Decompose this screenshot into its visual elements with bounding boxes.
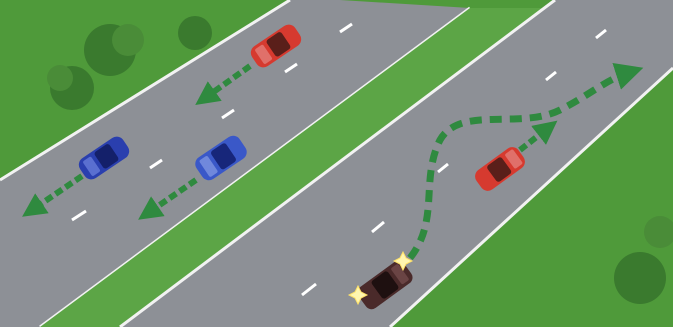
bush-icon <box>178 16 212 50</box>
